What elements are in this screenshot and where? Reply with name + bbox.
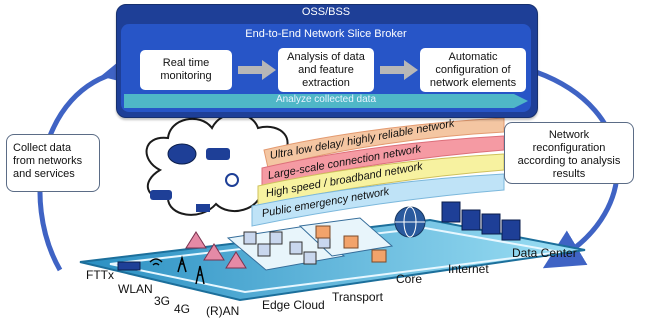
collect-data-box: Collect data from networks and services [6, 134, 100, 192]
ran-node-icon [203, 243, 225, 261]
server-rack-icon [461, 209, 481, 231]
label-ran: (R)AN [206, 304, 240, 318]
label-internet: Internet [448, 262, 489, 276]
label-3g: 3G [154, 294, 171, 308]
label-wlan: WLAN [118, 282, 153, 296]
label-core: Core [396, 272, 423, 286]
label-transport: Transport [332, 290, 383, 304]
transport-node-icon [315, 225, 331, 239]
step-analysis: Analysis of data and feature extraction [278, 48, 374, 92]
oss-bss-title: OSS/BSS [301, 6, 351, 18]
wifi-icon [149, 258, 163, 266]
server-rack-icon [501, 219, 521, 241]
slice-broker-title: End-to-End Network Slice Broker [245, 28, 407, 40]
train-icon [167, 143, 197, 165]
slice-band-4 [251, 173, 505, 227]
router-icon [269, 231, 283, 245]
step-realtime-monitoring: Real time monitoring [140, 50, 232, 90]
reconfiguration-box: Network reconfiguration according to ana… [504, 122, 634, 184]
router-icon [289, 241, 303, 255]
car-icon [150, 190, 172, 200]
step-automatic-configuration: Automatic configuration of network eleme… [420, 48, 526, 92]
ran-node-icon [225, 251, 247, 269]
drone-icon [225, 173, 239, 187]
camera-icon [196, 204, 210, 212]
server-rack-icon [441, 201, 461, 223]
server-rack-icon [481, 213, 501, 235]
step-arrow-1 [238, 60, 276, 80]
router-icon [257, 243, 271, 257]
label-fttx: FTTx [86, 268, 114, 282]
ran-node-icon [185, 231, 207, 249]
fttx-device-icon [117, 261, 141, 271]
transport-node-icon [371, 249, 387, 263]
label-4g: 4G [174, 302, 191, 316]
router-icon [303, 251, 317, 265]
router-icon [243, 231, 257, 245]
transport-node-icon [343, 235, 359, 249]
van-icon [206, 148, 230, 160]
analyze-band [124, 94, 528, 108]
analyze-label: Analyze collected data [275, 94, 377, 105]
step-arrow-2 [380, 60, 418, 80]
antenna-icon [177, 255, 187, 273]
label-data-center: Data Center [512, 246, 577, 260]
label-edge-cloud: Edge Cloud [262, 298, 325, 312]
antenna-icon [195, 265, 205, 285]
